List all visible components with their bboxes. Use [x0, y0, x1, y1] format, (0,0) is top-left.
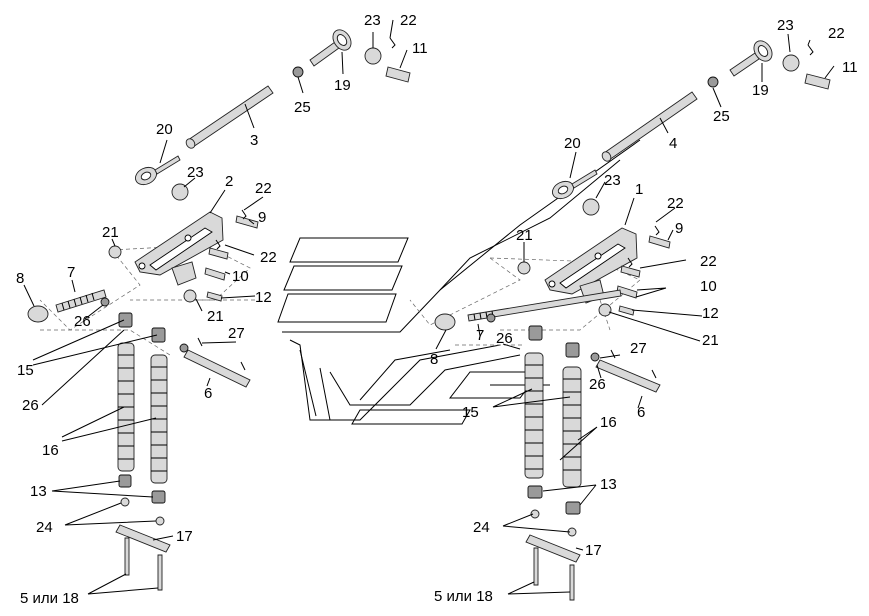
label-26b: 26: [22, 397, 39, 414]
pin-10: [204, 267, 226, 281]
washer-26: [100, 297, 110, 307]
label-13: 13: [30, 483, 47, 500]
pin-11r: [804, 73, 831, 90]
right-assembly: [409, 33, 835, 601]
label-25r: 25: [713, 108, 730, 125]
label-22r: 22: [828, 25, 845, 42]
label-27: 27: [228, 325, 245, 342]
pin-12: [206, 291, 223, 302]
label-12r: 12: [702, 305, 719, 322]
bracket-2: [134, 211, 224, 276]
label-24: 24: [36, 519, 53, 536]
label-21: 21: [102, 224, 119, 241]
label-19: 19: [334, 77, 351, 94]
label-4: 4: [669, 135, 677, 152]
label-25: 25: [294, 99, 311, 116]
label-23br: 23: [604, 172, 621, 189]
label-16r: 16: [600, 414, 617, 431]
springs-16: [117, 342, 168, 484]
label-7: 7: [67, 264, 75, 281]
pin-9: [235, 215, 259, 229]
right-labels: 23 22 11 19 25 4 20 23 1 22 9 21 22 10 1…: [430, 17, 858, 605]
label-9: 9: [258, 209, 266, 226]
label-9r: 9: [675, 220, 683, 237]
rod-part-3: [187, 85, 274, 148]
label-1: 1: [635, 181, 643, 198]
label-26r: 26: [496, 330, 513, 347]
label-22br: 22: [667, 195, 684, 212]
label-11: 11: [412, 40, 428, 57]
label-8r: 8: [430, 351, 438, 368]
end-8r: [434, 313, 456, 331]
label-7r: 7: [476, 327, 484, 344]
label-20r: 20: [564, 135, 581, 152]
plate-17r: [525, 534, 581, 563]
label-21r: 21: [516, 227, 533, 244]
label-11r: 11: [842, 59, 858, 76]
label-10r: 10: [700, 278, 717, 295]
label-8: 8: [16, 270, 24, 287]
plate-17: [115, 524, 171, 553]
label-24r: 24: [473, 519, 490, 536]
label-5-or-18: 5 или 18: [20, 590, 79, 607]
bushing-21b: [183, 289, 197, 303]
label-2: 2: [225, 173, 233, 190]
end-8: [27, 305, 49, 323]
label-23b: 23: [187, 164, 204, 181]
shaft-6r: [595, 359, 661, 393]
nut-25: [292, 66, 304, 78]
label-15: 15: [17, 362, 34, 379]
label-21br: 21: [702, 332, 719, 349]
springs-16r: [524, 352, 582, 488]
label-22b: 22: [255, 180, 272, 197]
label-19r: 19: [752, 82, 769, 99]
label-5-or-18r: 5 или 18: [434, 588, 493, 605]
label-22: 22: [400, 12, 417, 29]
label-27r: 27: [630, 340, 647, 357]
label-16: 16: [42, 442, 59, 459]
label-22cr: 22: [700, 253, 717, 270]
label-17r: 17: [585, 542, 602, 559]
label-22c: 22: [260, 249, 277, 266]
label-20: 20: [156, 121, 173, 138]
label-26br: 26: [589, 376, 606, 393]
label-6r: 6: [637, 404, 645, 421]
label-23r: 23: [777, 17, 794, 34]
label-15r: 15: [462, 404, 479, 421]
left-assembly: [23, 19, 411, 595]
label-26: 26: [74, 313, 91, 330]
label-13r: 13: [600, 476, 617, 493]
rod-part-4: [603, 91, 698, 161]
label-21b: 21: [207, 308, 224, 325]
label-10: 10: [232, 268, 249, 285]
label-23: 23: [364, 12, 381, 29]
bushing-23b: [171, 183, 189, 201]
bushing-21: [108, 245, 122, 259]
pin-11: [385, 66, 411, 83]
label-6: 6: [204, 385, 212, 402]
label-17: 17: [176, 528, 193, 545]
left-labels: 23 22 11 19 25 3 20 23 2 22 9 21 22 7 10…: [16, 12, 428, 607]
spring-rod-7r: [467, 289, 622, 322]
label-3: 3: [250, 132, 258, 149]
bushing-23: [364, 47, 382, 65]
label-12: 12: [255, 289, 272, 306]
shaft-6: [183, 349, 251, 388]
